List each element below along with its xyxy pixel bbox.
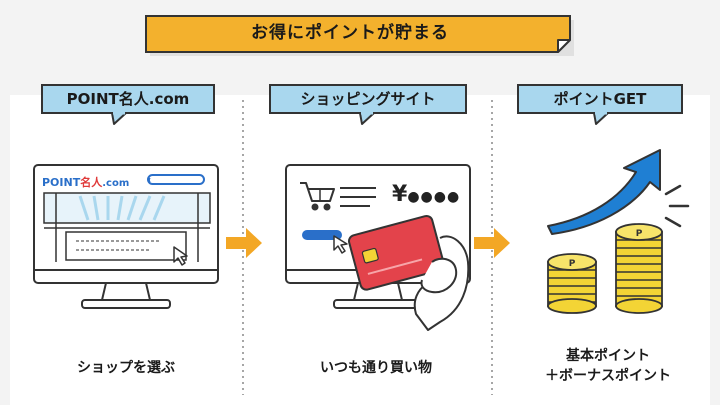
cursor-icon — [173, 246, 188, 266]
tag-label-2: ショッピングサイト — [300, 90, 436, 108]
price-yen: ¥ — [392, 182, 408, 207]
shopping-cart-icon — [300, 182, 335, 211]
rising-arrow-icon — [547, 149, 661, 235]
price-display: ¥●●●● — [392, 183, 460, 209]
site-logo-meijin: 名人 — [80, 176, 103, 189]
search-bar — [147, 174, 205, 185]
tag-1 — [41, 84, 215, 125]
step-arrow-2 — [474, 228, 510, 258]
tag-label-1: POINT名人.com — [66, 90, 190, 108]
price-dots: ●●●● — [407, 189, 461, 205]
buy-button — [302, 230, 342, 240]
tag-label-3: ポイントGET — [553, 90, 647, 108]
cursor-icon — [333, 235, 348, 254]
credit-card-icon — [348, 214, 445, 291]
caption-3-line1: 基本ポイント — [566, 348, 650, 364]
tag-2 — [269, 84, 467, 125]
site-logo: POINT名人.com — [42, 171, 129, 191]
caption-3-line2: ＋ボーナスポイント — [545, 368, 671, 384]
svg-text:P: P — [569, 259, 576, 269]
hero-banner — [43, 192, 211, 224]
banner — [145, 15, 574, 56]
tag-3 — [517, 84, 683, 125]
banner-title: お得にポイントが貯まる — [251, 23, 449, 43]
site-logo-point: POINT — [42, 176, 81, 189]
monitor-2 — [285, 164, 471, 331]
step-arrow-1 — [226, 228, 262, 258]
svg-text:P: P — [636, 229, 643, 239]
coin-stack-icon: P P — [547, 223, 663, 314]
sparkle-icon — [664, 184, 690, 228]
monitor-1 — [33, 164, 219, 309]
caption-2: いつも通り買い物 — [320, 360, 432, 376]
caption-1: ショップを選ぶ — [77, 360, 175, 376]
site-logo-domain: .com — [102, 178, 130, 189]
